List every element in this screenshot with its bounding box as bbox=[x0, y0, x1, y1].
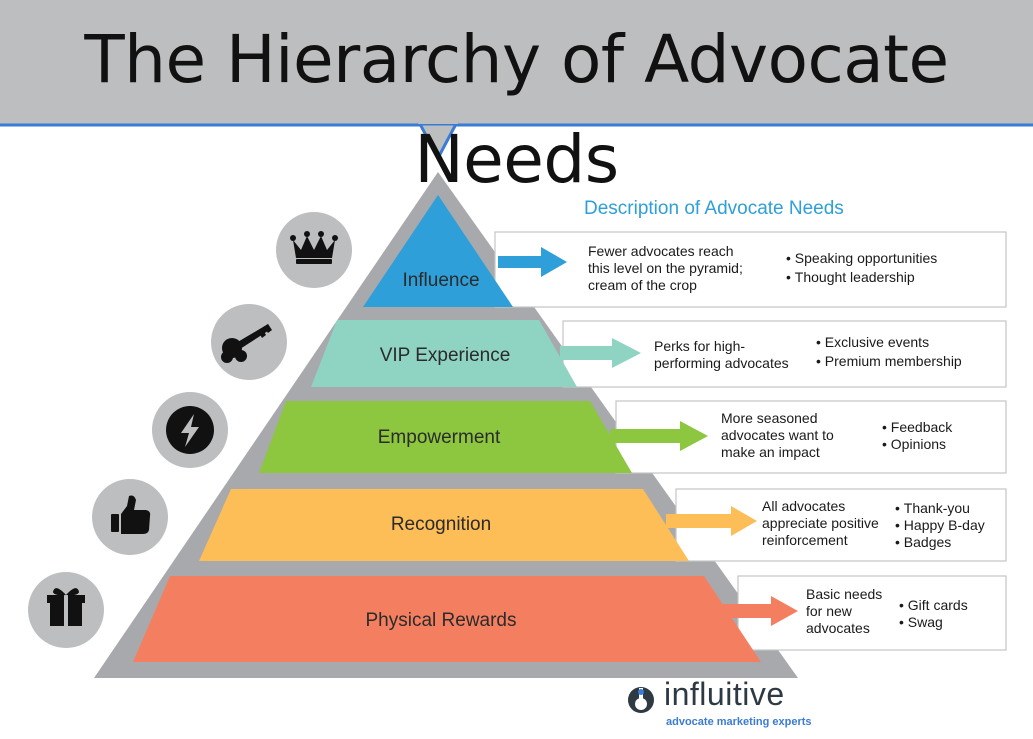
bullets-recognition: Thank-you Happy B-day Badges bbox=[895, 500, 985, 551]
tier-influence bbox=[363, 195, 513, 307]
description-line: All advocates bbox=[762, 498, 846, 514]
description-line: More seasoned bbox=[721, 410, 818, 426]
arrow-influence bbox=[498, 247, 567, 277]
tier-label-recognition: Recognition bbox=[390, 514, 492, 535]
bullet-item: Thought leadership bbox=[786, 269, 937, 286]
arrow-recognition bbox=[666, 506, 757, 536]
description-line: performing advocates bbox=[654, 355, 789, 371]
description-line: appreciate positive bbox=[762, 515, 879, 531]
description-line: reinforcement bbox=[762, 532, 848, 548]
description-line: advocates want to bbox=[721, 427, 834, 443]
arrow-empowerment bbox=[610, 421, 708, 451]
bullet-item: Gift cards bbox=[899, 597, 968, 614]
bullet-item: Feedback bbox=[882, 419, 952, 436]
header-pointer-mask bbox=[418, 118, 458, 124]
description-line: Fewer advocates reach bbox=[588, 243, 734, 259]
bullets-empowerment: Feedback Opinions bbox=[882, 419, 952, 453]
tier-empowerment bbox=[259, 401, 632, 473]
bullet-item: Exclusive events bbox=[816, 334, 962, 351]
lightning-icon bbox=[166, 406, 214, 454]
description-line: make an impact bbox=[721, 444, 820, 460]
description-influence: Fewer advocates reach this level on the … bbox=[588, 243, 743, 294]
tier-label-influence: Influence bbox=[402, 270, 480, 291]
description-heading: Description of Advocate Needs bbox=[584, 198, 844, 219]
bullet-item: Thank-you bbox=[895, 500, 985, 517]
description-line: advocates bbox=[806, 620, 870, 636]
bullet-item: Happy B-day bbox=[895, 517, 985, 534]
thumbs-up-icon bbox=[111, 495, 151, 534]
tier-physical-rewards bbox=[133, 576, 761, 662]
bullet-item: Speaking opportunities bbox=[786, 250, 937, 267]
description-line: Perks for high- bbox=[654, 338, 746, 354]
influitive-logo-icon bbox=[628, 687, 654, 713]
description-empowerment: More seasoned advocates want to make an … bbox=[721, 410, 834, 461]
bullet-item: Swag bbox=[899, 614, 968, 631]
tier-recognition bbox=[199, 489, 689, 561]
key-icon bbox=[221, 324, 272, 363]
description-vip-experience: Perks for high- performing advocates bbox=[654, 338, 789, 372]
tier-label-physical-rewards: Physical Rewards bbox=[365, 610, 517, 631]
bullet-item: Opinions bbox=[882, 436, 952, 453]
description-physical-rewards: Basic needs for new advocates bbox=[806, 586, 882, 637]
description-line: Basic needs bbox=[806, 586, 883, 602]
tier-vip-experience bbox=[311, 320, 577, 387]
bullet-item: Premium membership bbox=[816, 353, 962, 370]
description-recognition: All advocates appreciate positive reinfo… bbox=[762, 498, 879, 549]
brand-name: influitive bbox=[664, 676, 785, 712]
tier-label-empowerment: Empowerment bbox=[377, 427, 501, 448]
arrow-vip-experience bbox=[560, 338, 641, 368]
bullets-physical-rewards: Gift cards Swag bbox=[899, 597, 968, 631]
bullets-vip-experience: Exclusive events Premium membership bbox=[816, 334, 962, 370]
arrow-physical-rewards bbox=[723, 596, 798, 626]
bullet-item: Badges bbox=[895, 534, 985, 551]
description-line: cream of the crop bbox=[588, 277, 697, 293]
gift-icon bbox=[47, 588, 85, 626]
header-band bbox=[0, 0, 1033, 125]
brand-tagline: advocate marketing experts bbox=[666, 716, 812, 728]
tier-arrows bbox=[498, 247, 798, 626]
pyramid-tiers bbox=[133, 195, 761, 662]
crown-icon bbox=[290, 231, 338, 264]
bullets-influence: Speaking opportunities Thought leadershi… bbox=[786, 250, 937, 286]
page-title: The Hierarchy of Advocate Needs bbox=[84, 21, 949, 198]
tier-label-vip-experience: VIP Experience bbox=[379, 345, 511, 366]
description-line: this level on the pyramid; bbox=[588, 260, 743, 276]
description-line: for new bbox=[806, 603, 852, 619]
